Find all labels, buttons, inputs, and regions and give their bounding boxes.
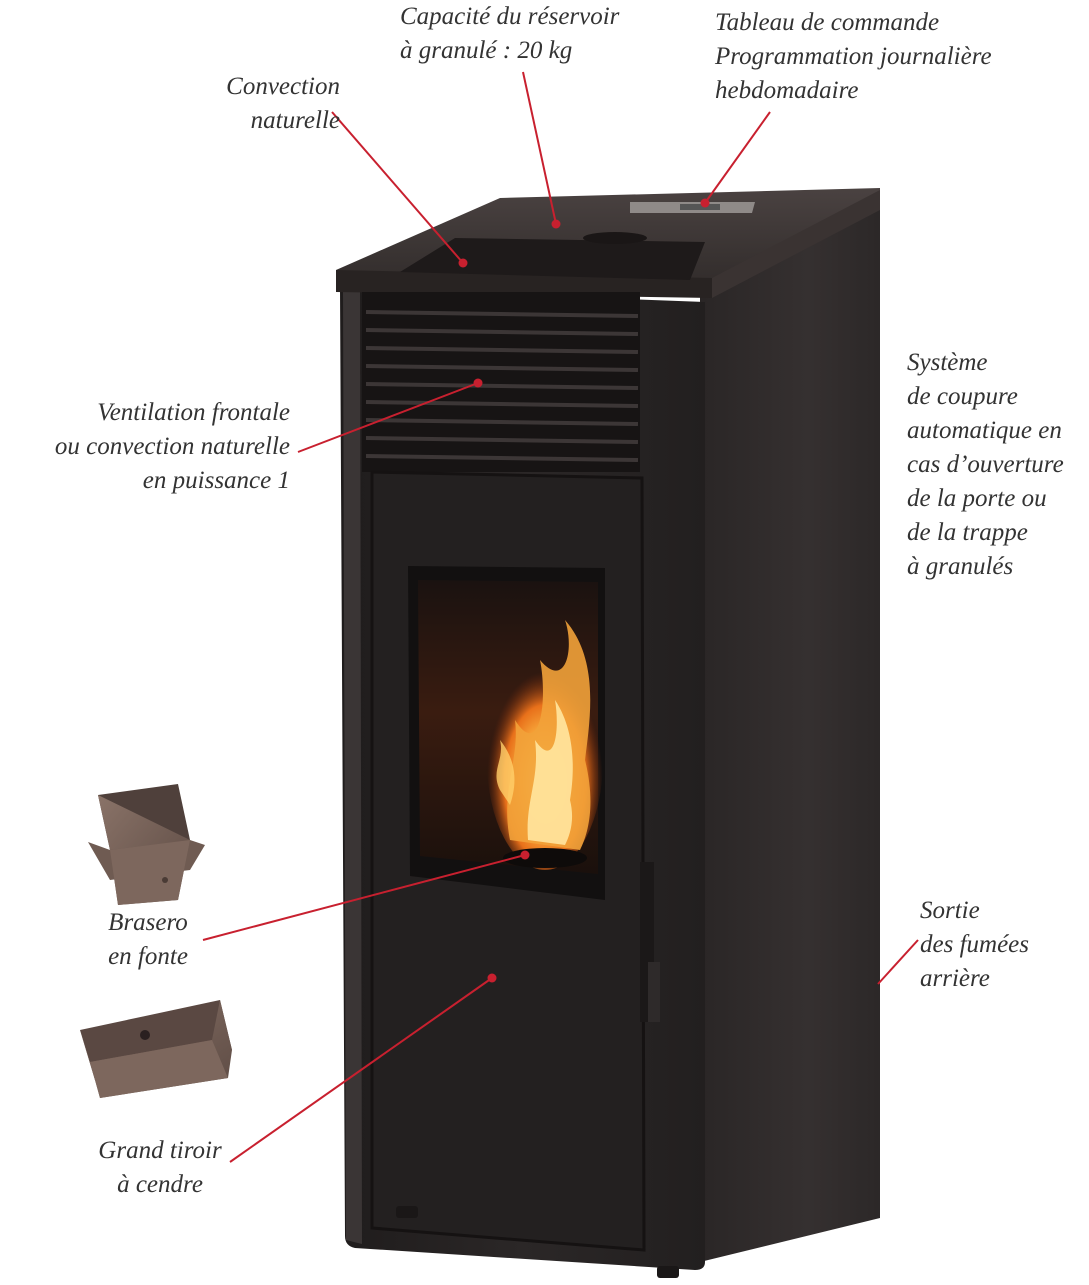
leader-line-ventilation xyxy=(297,382,479,453)
front-louver-grille xyxy=(362,292,640,472)
label-tableau-line2: Programmation journalière xyxy=(715,43,992,70)
label-systeme-line3: automatique en xyxy=(907,417,1062,444)
leader-line-tableau xyxy=(704,111,771,204)
label-ventilation-line2: ou convection naturelle xyxy=(54,433,290,460)
label-convection-line1: Convection xyxy=(226,73,340,100)
label-convection-line2: naturelle xyxy=(250,107,340,134)
label-systeme-line7: à granulés xyxy=(907,553,1014,580)
door-glass-window xyxy=(408,566,605,900)
label-tableau-line3: hebdomadaire xyxy=(715,77,859,104)
label-brasero-line1: Brasero xyxy=(108,909,188,936)
leader-line-tiroir xyxy=(229,977,493,1163)
label-systeme: Système de coupure automatique en cas d’… xyxy=(907,346,1064,584)
label-systeme-line6: de la trappe xyxy=(907,519,1028,546)
brasero-cast-iron-image xyxy=(88,784,205,905)
label-tableau: Tableau de commande Programmation journa… xyxy=(715,6,992,108)
leader-lines xyxy=(202,71,919,1163)
ash-drawer-image xyxy=(80,1000,232,1098)
label-sortie: Sortie des fumées arrière xyxy=(920,894,1029,996)
label-tableau-line1: Tableau de commande xyxy=(715,9,940,36)
label-capacite: Capacité du réservoir à granulé : 20 kg xyxy=(400,0,619,68)
label-ventilation-line1: Ventilation frontale xyxy=(97,399,290,426)
stove-feet xyxy=(396,1206,679,1278)
label-capacite-line1: Capacité du réservoir xyxy=(400,3,620,30)
label-sortie-line3: arrière xyxy=(920,965,990,992)
label-brasero-line2: en fonte xyxy=(108,943,188,970)
stove-side-panel xyxy=(700,200,880,1262)
leader-line-convection xyxy=(331,111,464,264)
leader-line-sortie xyxy=(877,939,919,985)
label-sortie-line2: des fumées xyxy=(920,931,1029,958)
label-tiroir-line1: Grand tiroir xyxy=(98,1137,222,1164)
stove-top xyxy=(336,188,880,298)
label-ventilation-line3: en puissance 1 xyxy=(142,467,290,494)
label-capacite-line2: à granulé : 20 kg xyxy=(400,37,573,64)
label-sortie-line1: Sortie xyxy=(920,897,980,924)
leader-dots xyxy=(458,198,710,983)
label-tiroir-line2: à cendre xyxy=(117,1171,203,1198)
label-systeme-line4: cas d’ouverture xyxy=(907,451,1064,478)
label-systeme-line1: Système xyxy=(907,349,988,376)
leader-line-capacite xyxy=(522,71,557,225)
label-systeme-line2: de coupure xyxy=(907,383,1018,410)
label-systeme-line5: de la porte ou xyxy=(907,485,1047,512)
label-brasero: Brasero en fonte xyxy=(88,906,208,974)
label-convection: Convection naturelle xyxy=(170,70,340,138)
label-ventilation: Ventilation frontale ou convection natur… xyxy=(0,396,290,498)
fire-flames xyxy=(487,620,603,870)
leader-line-brasero xyxy=(202,854,526,941)
hopper-lid xyxy=(583,232,647,244)
label-tiroir: Grand tiroir à cendre xyxy=(60,1134,260,1202)
